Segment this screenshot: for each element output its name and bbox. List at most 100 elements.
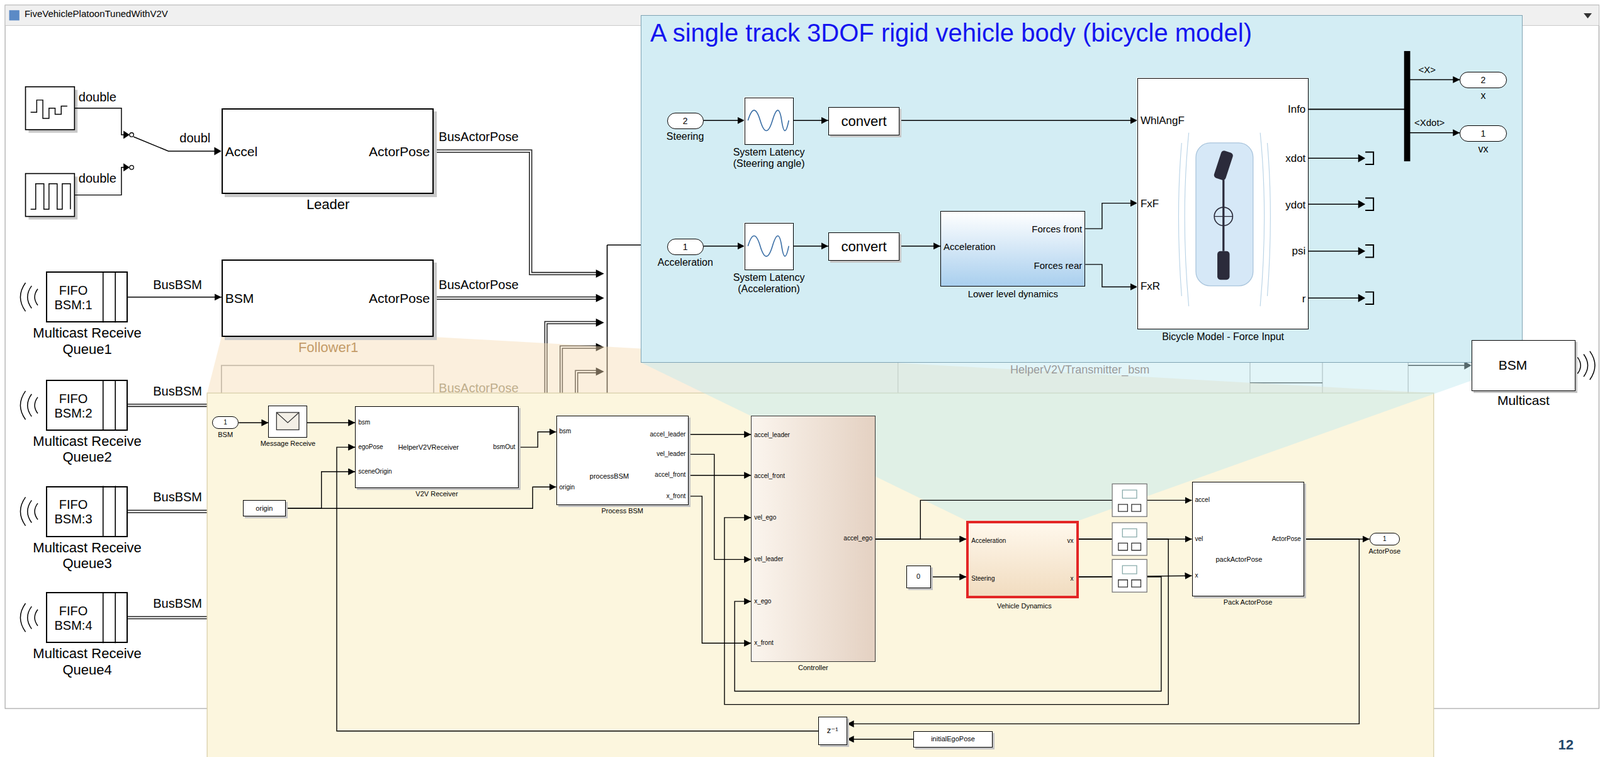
port-label: Acceleration bbox=[943, 241, 996, 252]
blk-block: z⁻¹ bbox=[818, 716, 847, 745]
port-label: accel_front bbox=[754, 472, 785, 480]
drawing-part bbox=[1178, 132, 1271, 307]
queue-block: FIFO BSM:3Multicast Receive Queue3 bbox=[45, 485, 128, 537]
drawing-part bbox=[9, 10, 20, 21]
port-label: accel_leader bbox=[754, 431, 790, 439]
drawing-part bbox=[1365, 152, 1374, 305]
port-label: WhlAngF bbox=[1140, 114, 1185, 128]
drawing-part bbox=[1213, 149, 1235, 181]
port-label: Steering bbox=[971, 574, 995, 583]
drawing-part bbox=[1217, 251, 1230, 280]
block-label: 1 bbox=[223, 418, 228, 427]
block-label: z⁻¹ bbox=[827, 725, 839, 736]
queue-block: FIFO BSM:4Multicast Receive Queue4 bbox=[45, 591, 128, 643]
panel-block: A single track 3DOF rigid vehicle body (… bbox=[640, 15, 1523, 362]
signal-line bbox=[238, 422, 269, 423]
bus-selector bbox=[1404, 50, 1411, 162]
signal-line bbox=[793, 120, 829, 121]
block-caption: x bbox=[1481, 90, 1487, 102]
block-caption: System Latency (Steering angle) bbox=[728, 146, 811, 170]
signal-line bbox=[703, 245, 745, 247]
block-label: origin bbox=[255, 504, 273, 513]
drawing-part bbox=[1214, 207, 1233, 226]
block-label: 1 bbox=[1382, 535, 1387, 543]
block-label: 1 bbox=[1481, 128, 1487, 139]
blk-block: BSMMulticast bbox=[1471, 339, 1576, 391]
signal-line bbox=[847, 738, 914, 739]
port-label: Forces rear bbox=[1034, 259, 1083, 271]
port-label: xdot bbox=[1285, 152, 1306, 165]
block-caption: vx bbox=[1478, 143, 1489, 155]
signal-line bbox=[703, 120, 745, 121]
blk-block: convert bbox=[828, 232, 900, 261]
block-label: FIFO BSM:4 bbox=[54, 603, 94, 633]
blk-block: convert bbox=[828, 107, 900, 136]
signal-label: BusActorPose bbox=[438, 277, 519, 293]
port-label: BSM bbox=[225, 290, 255, 306]
bicycle-model-body bbox=[1136, 77, 1308, 329]
zoom-panel bbox=[640, 15, 1523, 362]
block-caption: Multicast bbox=[1497, 392, 1550, 408]
blk-block: bsmoriginprocessBSMaccel_leadervel_leade… bbox=[556, 415, 690, 506]
port-label: FxF bbox=[1140, 197, 1159, 211]
block-label: FIFO BSM:2 bbox=[54, 391, 94, 421]
block-label: 2 bbox=[682, 115, 688, 126]
ico-block: Message Receive bbox=[268, 405, 308, 439]
port-label: vx bbox=[1067, 536, 1074, 545]
port-label: Acceleration bbox=[971, 536, 1006, 545]
block-caption: Vehicle Dynamics bbox=[997, 601, 1052, 610]
block-caption: Lower level dynamics bbox=[968, 288, 1059, 299]
drawing-part bbox=[743, 222, 794, 270]
terminators bbox=[1307, 152, 1374, 305]
message-receive-icon bbox=[268, 405, 308, 439]
signal-label: BusBSM bbox=[152, 277, 203, 293]
latency-icons bbox=[743, 96, 794, 270]
port-label: FxR bbox=[1140, 280, 1161, 293]
drawing-part bbox=[20, 602, 38, 632]
blk-block: initialEgoPose bbox=[913, 730, 993, 748]
signal-line bbox=[285, 486, 557, 508]
drawing-part bbox=[1577, 351, 1595, 380]
block-caption: Multicast Receive Queue1 bbox=[25, 324, 149, 357]
signal-line bbox=[1085, 203, 1138, 230]
blk-block: origin bbox=[242, 499, 286, 517]
signal-line bbox=[1085, 264, 1138, 288]
block-label: processBSM bbox=[589, 472, 629, 481]
block-caption: V2V Receiver bbox=[415, 489, 458, 498]
vd-block: AccelerationSteeringvxxVehicle Dynamics bbox=[966, 520, 1079, 598]
queue-block: FIFO BSM:2Multicast Receive Queue2 bbox=[45, 379, 128, 431]
port-label: ActorPose bbox=[1272, 535, 1302, 543]
drawing-part bbox=[129, 132, 134, 137]
port-label: vel_leader bbox=[754, 555, 784, 563]
panel-title: A single track 3DOF rigid vehicle body (… bbox=[650, 18, 1252, 48]
queue-block: FIFO BSM:1Multicast Receive Queue1 bbox=[45, 271, 128, 323]
port-label: Accel bbox=[225, 144, 258, 160]
signal-line bbox=[793, 245, 829, 247]
signal-label: <X> bbox=[1418, 64, 1436, 75]
block-caption: Bicycle Model - Force Input bbox=[1161, 331, 1285, 343]
port-label: accel bbox=[1195, 495, 1210, 504]
block-label: BSM bbox=[1498, 357, 1528, 373]
page-number: 12 bbox=[1558, 736, 1574, 753]
port-label: vel bbox=[1195, 535, 1204, 543]
port-label: sceneOrigin bbox=[358, 467, 392, 476]
drawing-part bbox=[276, 412, 299, 430]
block-caption: BSM bbox=[217, 430, 233, 439]
signal-line bbox=[1308, 79, 1460, 110]
port-block: 1Acceleration bbox=[667, 238, 704, 255]
port-label: psi bbox=[1292, 244, 1307, 258]
block-caption: Follower1 bbox=[298, 339, 359, 355]
signal-label: BusActorPose bbox=[438, 129, 519, 145]
blk-block: accelvelxpackActorPoseActorPosePack Acto… bbox=[1192, 481, 1305, 597]
drawing-part bbox=[743, 96, 794, 145]
port-label: egoPose bbox=[358, 443, 383, 451]
port-label: Info bbox=[1287, 103, 1306, 116]
block-caption: Multicast Receive Queue2 bbox=[25, 433, 149, 466]
signal-label: double bbox=[78, 171, 117, 186]
ico-block: WhlAngFFxFFxRInfoxdotydotpsirBicycle Mod… bbox=[1137, 78, 1309, 330]
block-caption: Leader bbox=[306, 196, 350, 213]
drawing-part bbox=[1583, 13, 1592, 19]
big-block: AccelActorPoseLeader bbox=[221, 108, 434, 194]
port-block: 1vx bbox=[1459, 125, 1507, 142]
drawing-part bbox=[74, 108, 127, 196]
